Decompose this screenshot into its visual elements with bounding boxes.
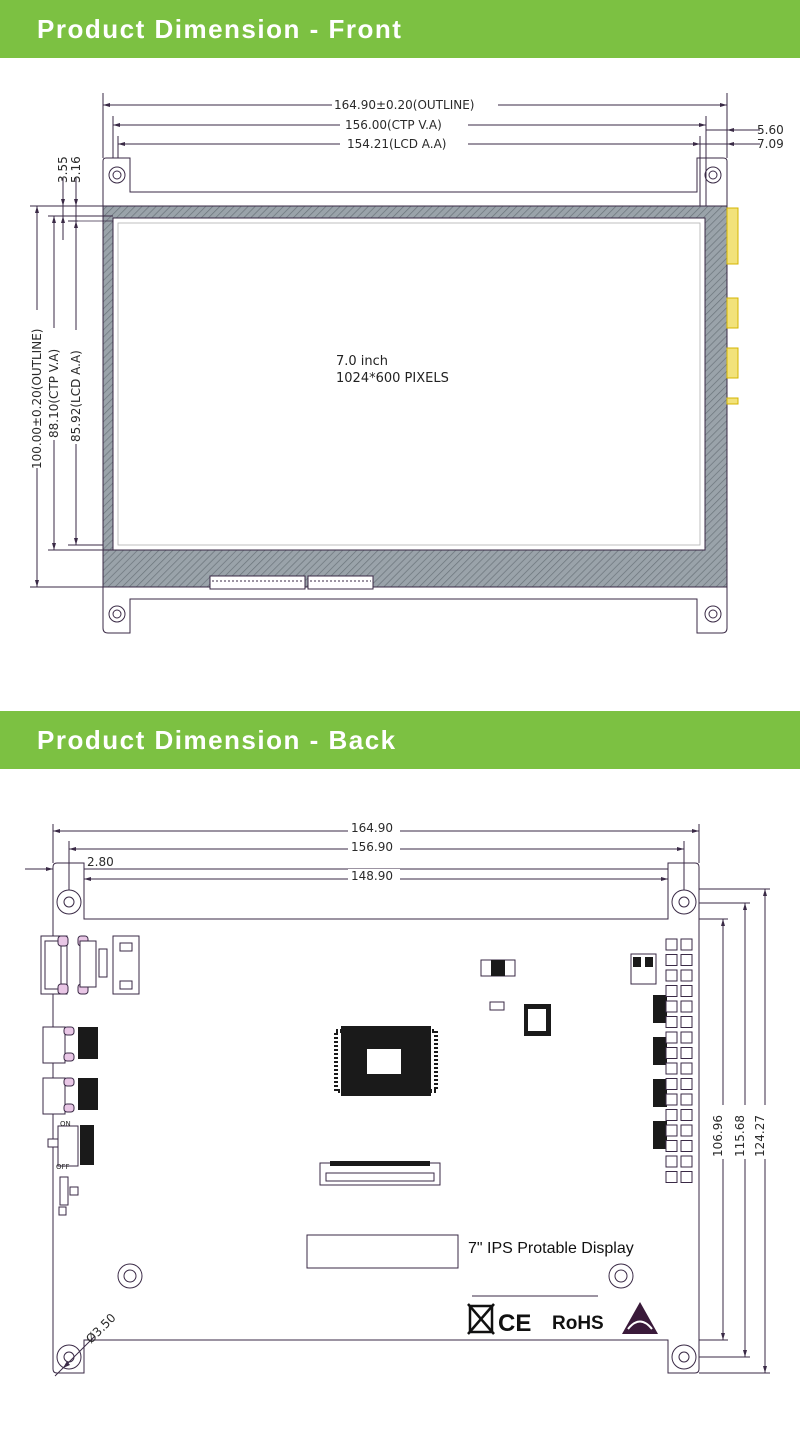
- smd-pad: [680, 1171, 693, 1183]
- right-offset-1: 5.60: [757, 123, 784, 137]
- left-ports: [40, 935, 140, 1216]
- smd-pad: [665, 1140, 678, 1152]
- back-height-124: 124.27: [753, 1115, 767, 1157]
- smd-pad: [680, 1078, 693, 1090]
- smd-pad: [680, 1140, 693, 1152]
- back-mount-holes: [56, 889, 697, 1370]
- outline-height-dim: 100.00±0.20(OUTLINE): [30, 329, 44, 469]
- ctp-height-dim: 88.10(CTP V.A): [47, 349, 61, 438]
- right-offset-2: 7.09: [757, 137, 784, 151]
- front-banner: Product Dimension - Front: [0, 0, 800, 58]
- esd-warning-icon: [622, 1302, 658, 1334]
- back-banner: Product Dimension - Back: [0, 711, 800, 769]
- smd-pad: [665, 1062, 678, 1075]
- fpc-connector: [319, 1161, 441, 1186]
- weee-icon: [467, 1303, 495, 1335]
- back-height-106: 106.96: [711, 1115, 725, 1157]
- right-pad-array: [665, 938, 693, 1183]
- mount-hole-icon: [704, 605, 722, 623]
- smd-pad: [665, 1000, 678, 1013]
- label-box: [306, 1234, 459, 1269]
- mount-hole-icon: [108, 166, 126, 184]
- main-chip: [334, 1026, 438, 1096]
- mount-hole-icon: [108, 605, 126, 623]
- back-width-164: 164.90: [351, 821, 393, 835]
- switch-on-label: ON: [60, 1120, 71, 1128]
- bottom-connector-left: [209, 575, 306, 590]
- top-offset-2: 5.16: [69, 156, 83, 183]
- smd-pad: [680, 1093, 693, 1106]
- smd-pad: [665, 969, 678, 982]
- smd-pad: [680, 985, 693, 997]
- top-offset-1: 3.55: [56, 156, 70, 183]
- switch-off-label: OFF: [56, 1163, 70, 1171]
- rohs-mark: RoHS: [552, 1313, 604, 1334]
- back-width-156: 156.90: [351, 840, 393, 854]
- smd-pad: [665, 1171, 678, 1183]
- side-ports: [726, 207, 739, 405]
- smd-pad: [680, 1000, 693, 1013]
- smd-pad: [680, 1062, 693, 1075]
- back-height-115: 115.68: [733, 1115, 747, 1157]
- smd-pad: [665, 1078, 678, 1090]
- smd-pad: [665, 985, 678, 997]
- smd-pad: [680, 1124, 693, 1137]
- smd-pad: [680, 1047, 693, 1059]
- back-board-outline: [52, 862, 700, 1374]
- smd-pad: [665, 1124, 678, 1137]
- panel-resolution-label: 1024*600 PIXELS: [336, 371, 449, 386]
- front-dimension-drawing: 7.0 inch 1024*600 PIXELS 164.90±0.20(OUT…: [30, 93, 784, 634]
- smd-pad: [665, 1016, 678, 1028]
- lcd-height-dim: 85.92(LCD A.A): [69, 350, 83, 442]
- back-title: Product Dimension - Back: [37, 725, 397, 755]
- panel-size-label: 7.0 inch: [336, 354, 388, 369]
- smd-pad: [665, 938, 678, 951]
- smd-pad: [680, 938, 693, 951]
- product-label: 7" IPS Protable Display: [468, 1240, 634, 1257]
- back-left-offset: 2.80: [87, 855, 114, 869]
- smd-pad: [665, 1047, 678, 1059]
- right-components: [630, 953, 667, 1149]
- front-top-bracket: [102, 157, 728, 206]
- hole-diameter-dim: Ø3.50: [83, 1311, 118, 1346]
- smd-pad: [680, 1155, 693, 1168]
- bottom-connector-right: [307, 575, 374, 590]
- outline-width-dim: 164.90±0.20(OUTLINE): [334, 98, 474, 112]
- lcd-active-area: [112, 217, 706, 551]
- back-width-148: 148.90: [351, 869, 393, 883]
- mount-hole-icon: [704, 166, 722, 184]
- smd-pad: [665, 1155, 678, 1168]
- smd-pad: [680, 1016, 693, 1028]
- ctp-width-dim: 156.00(CTP V.A): [345, 118, 442, 132]
- lcd-width-dim: 154.21(LCD A.A): [347, 137, 447, 151]
- smd-pad: [680, 1031, 693, 1044]
- smd-pad: [680, 1109, 693, 1121]
- smd-pad: [665, 954, 678, 966]
- front-title: Product Dimension - Front: [37, 14, 403, 44]
- smd-pad: [665, 1031, 678, 1044]
- back-dimension-drawing: 164.90 156.90 148.90 2.80 106.96 115.68 …: [25, 821, 770, 1377]
- front-bottom-bracket: [102, 578, 728, 634]
- smd-pad: [665, 1109, 678, 1121]
- smd-pad: [680, 954, 693, 966]
- smd-pad: [665, 1093, 678, 1106]
- ce-mark: CE: [498, 1310, 531, 1337]
- smd-pad: [680, 969, 693, 982]
